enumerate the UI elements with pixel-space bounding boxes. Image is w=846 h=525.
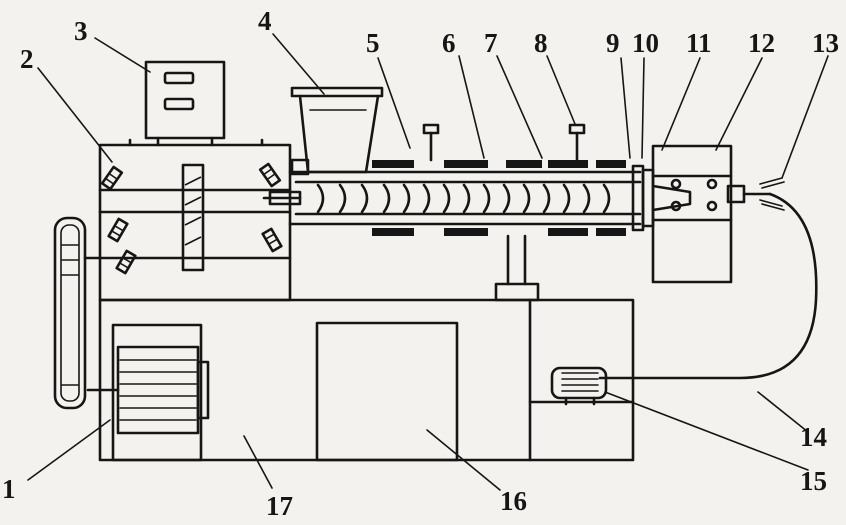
die-head [651,144,746,284]
callout-12: 12 [748,28,775,58]
callout-5: 5 [366,28,380,58]
callout-9: 9 [606,28,620,58]
output-cable [742,177,785,211]
hopper [290,86,384,176]
callout-numbers: 1 2 3 4 5 6 7 8 9 10 11 12 13 14 15 16 1… [2,6,839,521]
callout-6: 6 [442,28,456,58]
callout-10: 10 [632,28,659,58]
barrel [262,170,642,226]
callout-2: 2 [20,44,34,74]
control-cabinet [315,321,459,462]
callout-8: 8 [534,28,548,58]
control-box [144,60,226,147]
main-motor [86,323,210,462]
breaker-plate [631,164,655,232]
thermocouples [422,123,586,162]
callout-17: 17 [266,491,293,521]
screw [316,183,611,214]
callout-4: 4 [258,6,272,36]
belt-pulley-drive [53,216,102,410]
callout-16: 16 [500,486,527,516]
callout-13: 13 [812,28,839,58]
small-motor [550,366,608,406]
heater-bands [372,160,626,236]
connecting-wire [598,192,818,380]
callout-3: 3 [74,16,88,46]
barrel-support [494,234,540,302]
callout-1: 1 [2,474,16,504]
callout-14: 14 [800,422,827,452]
callout-11: 11 [686,28,712,58]
leader-lines [27,33,829,491]
callout-7: 7 [484,28,498,58]
gearbox [98,138,292,302]
callout-15: 15 [800,466,827,496]
